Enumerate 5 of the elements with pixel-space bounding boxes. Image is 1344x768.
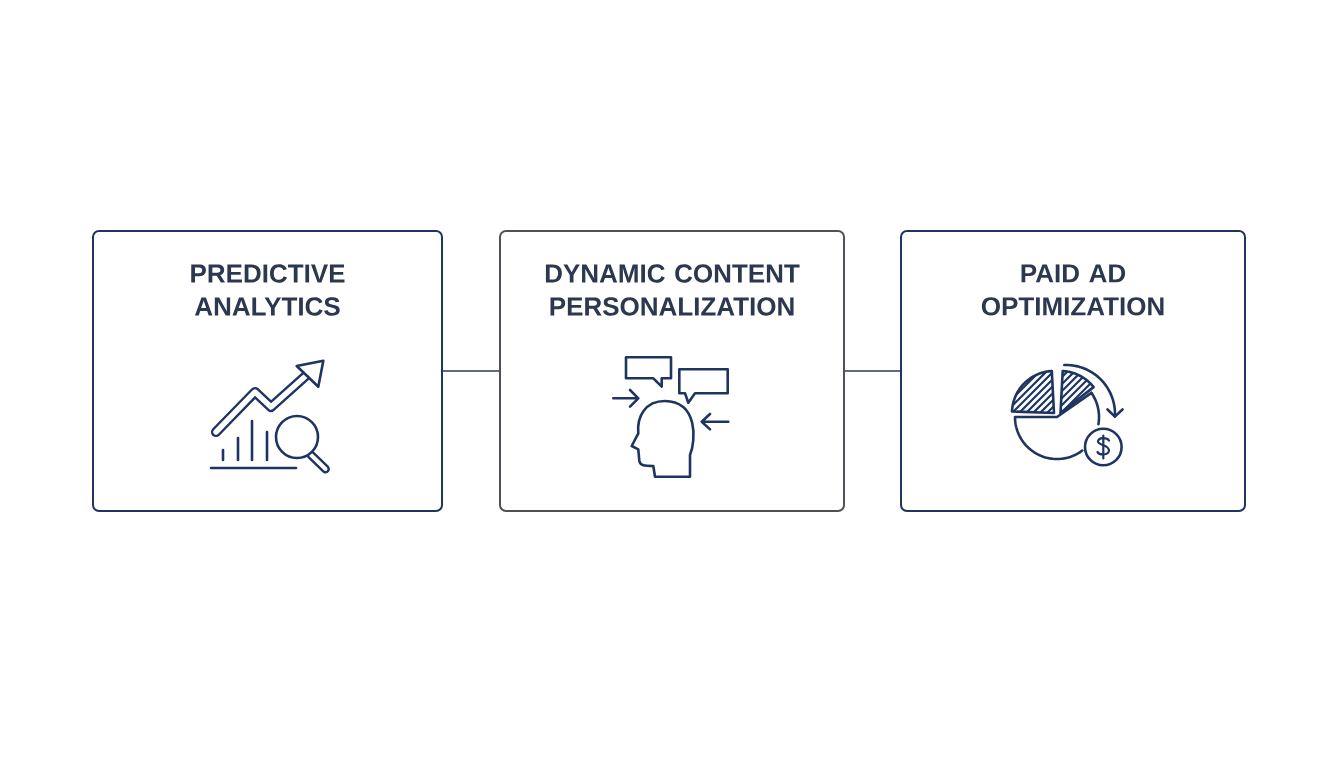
process-box: PREDICTIVE ANALYTICS bbox=[92, 230, 443, 512]
connector-line bbox=[442, 370, 500, 372]
connector-line bbox=[844, 370, 901, 372]
process-box: PAID AD OPTIMIZATION bbox=[900, 230, 1246, 512]
process-box: DYNAMIC CONTENT PERSONALIZATION bbox=[499, 230, 845, 512]
